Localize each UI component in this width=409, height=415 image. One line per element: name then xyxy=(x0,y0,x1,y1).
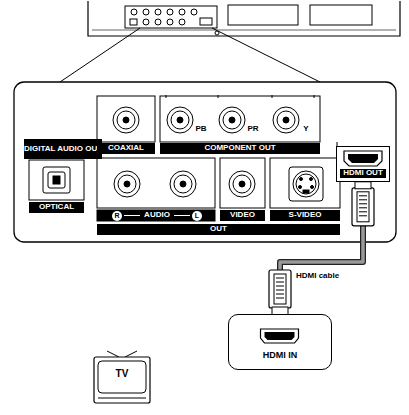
rca-jack xyxy=(113,107,139,133)
rca-jack xyxy=(273,107,299,133)
coaxial-jack-box xyxy=(97,96,155,142)
zoom-leader xyxy=(60,28,140,82)
rca-jack xyxy=(167,107,193,133)
s-video-jack xyxy=(289,167,323,201)
port-label: AUDIO xyxy=(141,210,173,221)
signal-name: PR xyxy=(246,124,260,134)
hdmi-plug xyxy=(269,270,291,308)
hdmi-port-icon xyxy=(337,148,389,168)
tv-set: TV xyxy=(93,350,151,404)
port-label: COAXIAL xyxy=(97,143,155,154)
optical-jack xyxy=(43,167,70,193)
small-jack-panel xyxy=(125,6,217,28)
signal-name: PB xyxy=(194,124,208,134)
zoom-panel xyxy=(14,82,396,242)
video-jack-box xyxy=(220,158,265,208)
component-jack-box xyxy=(160,96,320,142)
rca-jack xyxy=(219,107,245,133)
channel-mark: R xyxy=(112,211,122,221)
audio-jack-box xyxy=(97,158,215,208)
panel-plate xyxy=(310,5,372,25)
rca-jack xyxy=(229,171,255,197)
zoom-leader xyxy=(212,28,320,82)
node-label: HDMI IN xyxy=(233,351,327,361)
port-label: OPTICAL xyxy=(29,202,84,213)
s-video-jack-box xyxy=(270,158,340,208)
hdmi-port-icon xyxy=(229,315,330,347)
hdmi-cable xyxy=(269,182,374,317)
port-group-label: DIGITAL AUDIO OUT xyxy=(24,139,102,159)
port-label: S-VIDEO xyxy=(270,210,340,221)
panel-plate xyxy=(228,5,298,25)
small-jacks xyxy=(130,9,212,25)
port-label: VIDEO xyxy=(220,210,265,221)
channel-mark: L xyxy=(192,211,202,221)
hdmi-plug xyxy=(352,188,374,226)
audio-tag xyxy=(97,210,215,221)
rca-jack xyxy=(170,171,196,197)
rca-jack xyxy=(114,171,140,197)
node-label: TV xyxy=(116,368,129,379)
tv-input-panel: HDMI IN xyxy=(228,314,332,370)
optical-jack-box xyxy=(29,160,84,200)
port-group-label: COMPONENT OUT xyxy=(160,143,320,154)
hdmi-out-jack: HDMI OUT xyxy=(336,146,390,182)
port-label: HDMI OUT xyxy=(340,169,386,178)
player-body xyxy=(88,1,400,36)
cable-label: HDMI cable xyxy=(294,272,341,281)
signal-name: Y xyxy=(300,124,312,134)
port-group-label: OUT xyxy=(97,224,340,235)
